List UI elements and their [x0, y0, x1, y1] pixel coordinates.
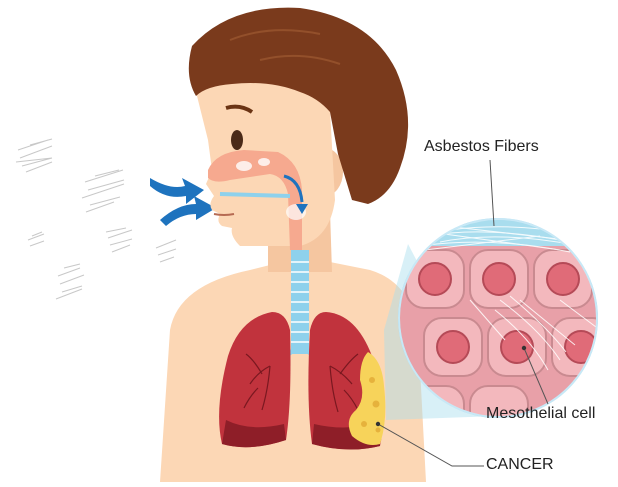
dust-cloud [56, 264, 84, 299]
cell [470, 250, 528, 308]
cell [488, 318, 546, 376]
dust-cloud [156, 240, 176, 262]
dust-cloud [28, 232, 44, 246]
airflow-arrows [150, 178, 216, 226]
cell [534, 250, 592, 308]
label-mesothelial-cell: Mesothelial cell [486, 405, 595, 423]
dust-cloud [82, 170, 124, 212]
cell [424, 318, 482, 376]
cell [552, 318, 610, 376]
dust-cloud [106, 228, 132, 252]
label-asbestos-fibers: Asbestos Fibers [424, 138, 539, 156]
asbestos-dust-clouds [16, 139, 176, 299]
label-cancer: CANCER [486, 456, 554, 474]
dust-cloud [16, 139, 52, 172]
leader-line-fibers [490, 160, 494, 226]
